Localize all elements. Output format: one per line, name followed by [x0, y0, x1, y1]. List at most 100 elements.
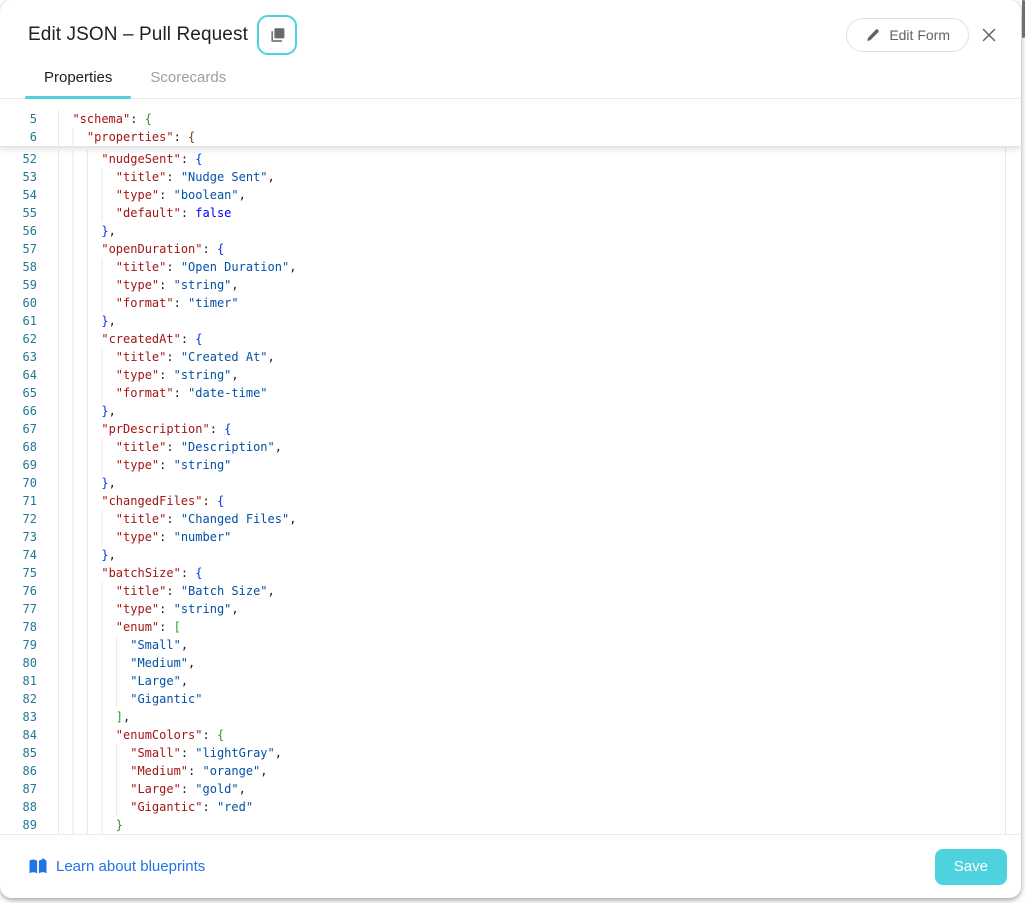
code-line[interactable]: 85"Small": "lightGray", — [0, 744, 1021, 762]
save-button[interactable]: Save — [934, 848, 1007, 885]
code-token: "Description" — [180, 440, 275, 454]
line-number: 60 — [22, 296, 37, 310]
code-line[interactable]: 75"batchSize": { — [0, 564, 1021, 582]
line-number: 59 — [22, 278, 37, 292]
code-line[interactable]: 59"type": "string", — [0, 276, 1021, 294]
indent-guides — [58, 258, 116, 276]
code-line[interactable]: 5"schema": { — [0, 110, 1021, 128]
line-number: 67 — [22, 422, 37, 436]
close-button[interactable] — [973, 19, 1005, 51]
code-token: : — [202, 242, 217, 256]
line-number: 82 — [22, 692, 37, 706]
line-number: 73 — [22, 530, 37, 544]
indent-guides — [58, 402, 102, 420]
line-number: 56 — [22, 224, 37, 238]
code-line[interactable]: 81"Large", — [0, 672, 1021, 690]
code-token: : — [173, 130, 189, 144]
code-line[interactable]: 84"enumColors": { — [0, 726, 1021, 744]
indent-guides — [58, 330, 102, 348]
tab-properties[interactable]: Properties — [25, 56, 132, 99]
code-line[interactable]: 58"title": "Open Duration", — [0, 258, 1021, 276]
json-code-editor[interactable]: 5"schema": {6"properties": { 52"nudgeSen… — [0, 99, 1021, 834]
code-line[interactable]: 89} — [0, 816, 1021, 834]
code-line[interactable]: 70}, — [0, 474, 1021, 492]
indent-guides — [58, 708, 116, 726]
code-line[interactable]: 77"type": "string", — [0, 600, 1021, 618]
indent-guides — [58, 276, 116, 294]
code-line[interactable]: 71"changedFiles": { — [0, 492, 1021, 510]
code-line[interactable]: 73"type": "number" — [0, 528, 1021, 546]
code-line[interactable]: 67"prDescription": { — [0, 420, 1021, 438]
line-number: 63 — [22, 350, 37, 364]
code-line[interactable]: 52"nudgeSent": { — [0, 150, 1021, 168]
code-line[interactable]: 54"type": "boolean", — [0, 186, 1021, 204]
indent-guides — [58, 348, 116, 366]
code-line[interactable]: 78"enum": [ — [0, 618, 1021, 636]
code-line[interactable]: 68"title": "Description", — [0, 438, 1021, 456]
code-line[interactable]: 88"Gigantic": "red" — [0, 798, 1021, 816]
tab-scorecards[interactable]: Scorecards — [131, 56, 245, 98]
code-line[interactable]: 83], — [0, 708, 1021, 726]
code-line[interactable]: 87"Large": "gold", — [0, 780, 1021, 798]
code-token: ] — [115, 710, 124, 724]
code-line[interactable]: 82"Gigantic" — [0, 690, 1021, 708]
code-token: "createdAt" — [101, 332, 181, 346]
line-number: 76 — [22, 584, 37, 598]
code-line[interactable]: 53"title": "Nudge Sent", — [0, 168, 1021, 186]
code-token: : — [180, 332, 196, 346]
code-token: : — [159, 602, 174, 616]
code-line[interactable]: 80"Medium", — [0, 654, 1021, 672]
line-number: 74 — [22, 548, 37, 562]
code-token: : — [202, 494, 217, 508]
learn-about-blueprints-link[interactable]: Learn about blueprints — [28, 857, 205, 876]
line-number: 71 — [22, 494, 37, 508]
close-icon — [981, 27, 997, 43]
code-token: , — [108, 404, 116, 418]
line-number: 84 — [22, 728, 37, 742]
line-number: 88 — [22, 800, 37, 814]
code-line[interactable]: 60"format": "timer" — [0, 294, 1021, 312]
code-line[interactable]: 55"default": false — [0, 204, 1021, 222]
code-line[interactable]: 79"Small", — [0, 636, 1021, 654]
code-token: : — [159, 530, 174, 544]
code-line[interactable]: 6"properties": { — [0, 128, 1021, 146]
code-token: , — [289, 260, 297, 274]
indent-guides — [58, 510, 116, 528]
code-line[interactable]: 66}, — [0, 402, 1021, 420]
code-token: "type" — [115, 368, 160, 382]
code-token: , — [267, 584, 275, 598]
code-line[interactable]: 65"format": "date-time" — [0, 384, 1021, 402]
code-line[interactable]: 69"type": "string" — [0, 456, 1021, 474]
code-line[interactable]: 72"title": "Changed Files", — [0, 510, 1021, 528]
code-line[interactable]: 57"openDuration": { — [0, 240, 1021, 258]
code-line[interactable]: 61}, — [0, 312, 1021, 330]
indent-guides — [58, 798, 131, 816]
code-line[interactable]: 63"title": "Created At", — [0, 348, 1021, 366]
copy-button[interactable] — [256, 15, 297, 55]
code-token: , — [108, 476, 116, 490]
tab-properties-label: Properties — [44, 68, 113, 86]
code-token: , — [274, 746, 282, 760]
code-token: : — [159, 278, 174, 292]
line-number: 89 — [22, 818, 37, 832]
line-number: 85 — [22, 746, 37, 760]
code-token: [ — [173, 620, 181, 634]
code-line[interactable]: 86"Medium": "orange", — [0, 762, 1021, 780]
code-line[interactable]: 76"title": "Batch Size", — [0, 582, 1021, 600]
code-line[interactable]: 74}, — [0, 546, 1021, 564]
code-token: } — [115, 818, 124, 832]
code-line[interactable]: 64"type": "string", — [0, 366, 1021, 384]
editor-scrollbar-track[interactable] — [1005, 99, 1006, 834]
code-token: "title" — [115, 512, 167, 526]
code-line[interactable]: 62"createdAt": { — [0, 330, 1021, 348]
page-scrollbar-thumb[interactable] — [1022, 0, 1025, 38]
code-token: { — [195, 566, 203, 580]
code-line[interactable]: 56}, — [0, 222, 1021, 240]
indent-guides — [58, 726, 116, 744]
line-number: 65 — [22, 386, 37, 400]
edit-form-button[interactable]: Edit Form — [846, 18, 969, 52]
code-token: "boolean" — [173, 188, 239, 202]
indent-guides — [58, 672, 131, 690]
indent-guides — [58, 582, 116, 600]
line-number: 58 — [22, 260, 37, 274]
